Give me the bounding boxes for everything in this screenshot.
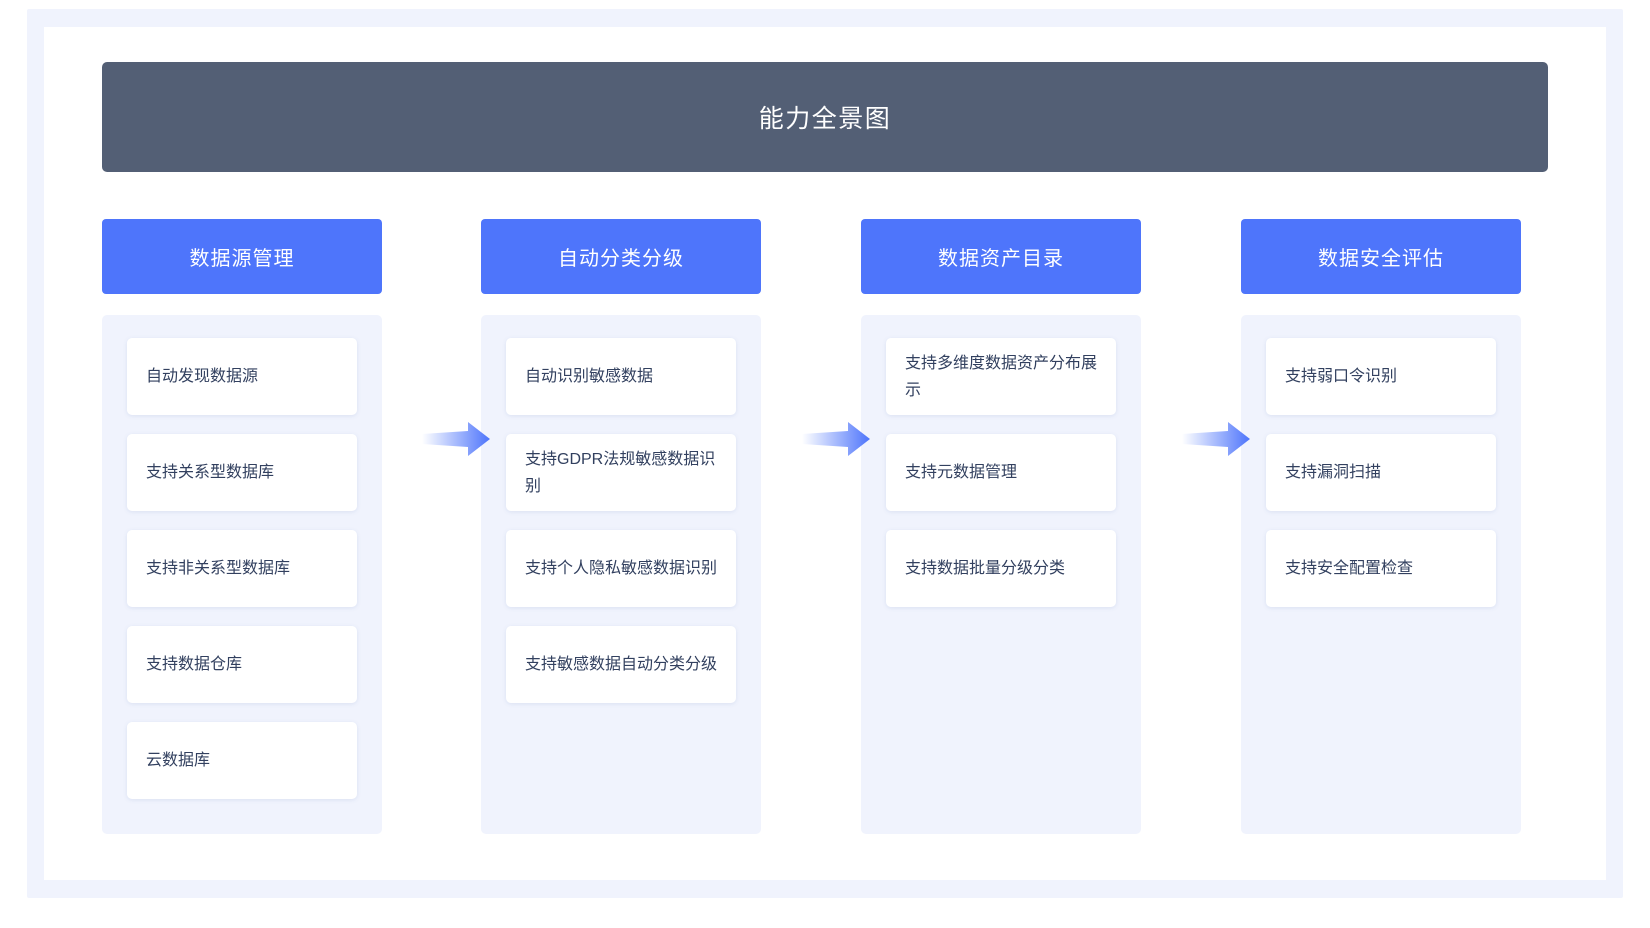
column-header-3[interactable]: 数据资产目录 bbox=[861, 219, 1141, 294]
capability-card[interactable]: 支持敏感数据自动分类分级 bbox=[506, 626, 736, 703]
column-header-1[interactable]: 数据源管理 bbox=[102, 219, 382, 294]
page-title: 能力全景图 bbox=[758, 105, 892, 133]
column-body-4: 支持弱口令识别 支持漏洞扫描 支持安全配置检查 bbox=[1241, 315, 1521, 834]
flow-arrow-icon bbox=[1182, 422, 1250, 456]
capability-card[interactable]: 支持漏洞扫描 bbox=[1266, 434, 1496, 511]
page-frame: 能力全景图 数据源管理 自动发现数据源 支持关系型数据库 支持非关系型数据库 支… bbox=[27, 9, 1623, 898]
column-body-1: 自动发现数据源 支持关系型数据库 支持非关系型数据库 支持数据仓库 云数据库 bbox=[102, 315, 382, 834]
column-header-4[interactable]: 数据安全评估 bbox=[1241, 219, 1521, 294]
capability-card[interactable]: 支持数据仓库 bbox=[127, 626, 357, 703]
capability-column-asset-catalog: 数据资产目录 支持多维度数据资产分布展示 支持元数据管理 支持数据批量分级分类 bbox=[861, 219, 1141, 834]
column-header-2[interactable]: 自动分类分级 bbox=[481, 219, 761, 294]
capability-card[interactable]: 自动识别敏感数据 bbox=[506, 338, 736, 415]
column-body-3: 支持多维度数据资产分布展示 支持元数据管理 支持数据批量分级分类 bbox=[861, 315, 1141, 834]
capability-card[interactable]: 云数据库 bbox=[127, 722, 357, 799]
capability-card[interactable]: 支持关系型数据库 bbox=[127, 434, 357, 511]
title-banner: 能力全景图 bbox=[102, 62, 1548, 172]
capability-column-data-source: 数据源管理 自动发现数据源 支持关系型数据库 支持非关系型数据库 支持数据仓库 … bbox=[102, 219, 382, 834]
diagram-canvas: 能力全景图 数据源管理 自动发现数据源 支持关系型数据库 支持非关系型数据库 支… bbox=[44, 27, 1606, 880]
flow-arrow-icon bbox=[422, 422, 490, 456]
capability-card[interactable]: 支持GDPR法规敏感数据识别 bbox=[506, 434, 736, 511]
flow-arrow-icon bbox=[802, 422, 870, 456]
capability-card[interactable]: 支持多维度数据资产分布展示 bbox=[886, 338, 1116, 415]
capability-column-security-assessment: 数据安全评估 支持弱口令识别 支持漏洞扫描 支持安全配置检查 bbox=[1241, 219, 1521, 834]
capability-card[interactable]: 支持个人隐私敏感数据识别 bbox=[506, 530, 736, 607]
capability-card[interactable]: 支持元数据管理 bbox=[886, 434, 1116, 511]
capability-card[interactable]: 支持弱口令识别 bbox=[1266, 338, 1496, 415]
capability-card[interactable]: 支持安全配置检查 bbox=[1266, 530, 1496, 607]
capability-column-auto-classification: 自动分类分级 自动识别敏感数据 支持GDPR法规敏感数据识别 支持个人隐私敏感数… bbox=[481, 219, 761, 834]
capability-columns: 数据源管理 自动发现数据源 支持关系型数据库 支持非关系型数据库 支持数据仓库 … bbox=[102, 219, 1548, 834]
capability-card[interactable]: 自动发现数据源 bbox=[127, 338, 357, 415]
column-body-2: 自动识别敏感数据 支持GDPR法规敏感数据识别 支持个人隐私敏感数据识别 支持敏… bbox=[481, 315, 761, 834]
capability-card[interactable]: 支持数据批量分级分类 bbox=[886, 530, 1116, 607]
capability-card[interactable]: 支持非关系型数据库 bbox=[127, 530, 357, 607]
